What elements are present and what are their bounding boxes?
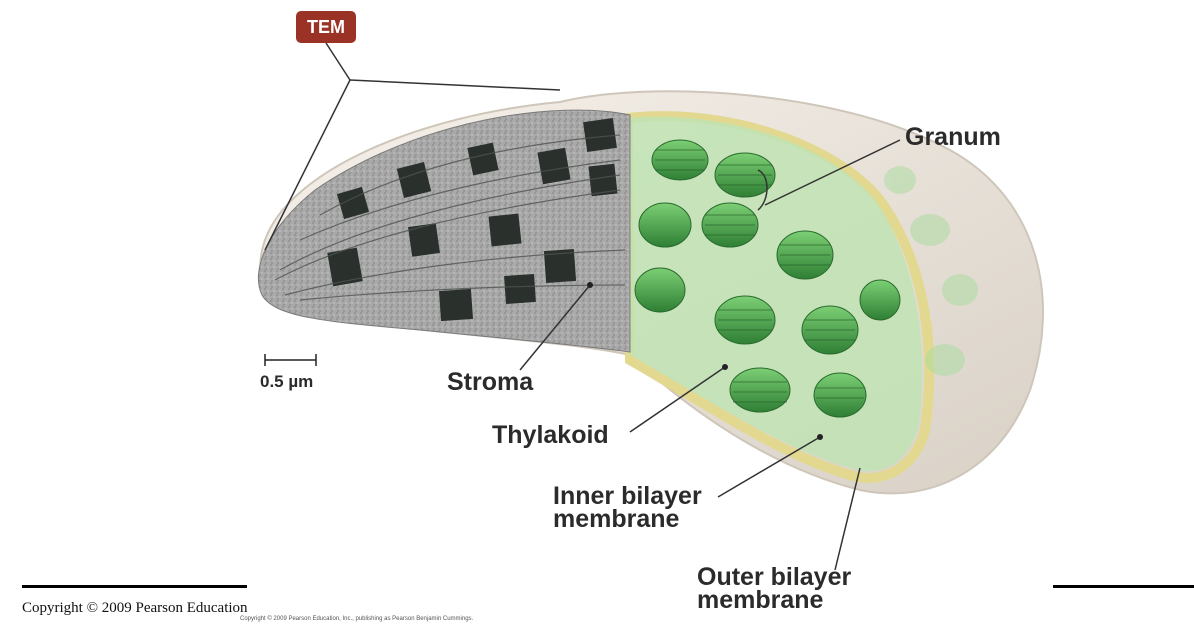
- thylakoid-label: Thylakoid: [492, 421, 609, 449]
- footer-rule-left: [22, 585, 247, 588]
- scale-bar: [264, 354, 317, 366]
- inner-membrane-leader: [717, 436, 821, 498]
- inner-membrane-band: [622, 111, 935, 483]
- scale-bar-label: 0.5 µm: [260, 372, 314, 391]
- leader-dots: [587, 282, 823, 440]
- copyright-text: Copyright © 2009 Pearson Education, Inc.: [22, 600, 247, 616]
- granum-stack: [638, 202, 692, 248]
- faint-grana: [884, 166, 978, 376]
- granum-stack: [859, 279, 901, 321]
- tem-badge: TEM: [296, 11, 356, 43]
- inner-membrane-label: Inner bilayer membrane: [553, 482, 702, 533]
- granum-stack: [634, 267, 686, 313]
- stroma-label: Stroma: [447, 368, 534, 396]
- thylakoid-leader: [629, 366, 726, 433]
- outer-membrane-label-line2: membrane: [697, 586, 824, 614]
- label-leader-lines: [519, 139, 901, 571]
- inner-membrane-label-line2: membrane: [553, 505, 680, 533]
- grana-stripes: [655, 149, 864, 403]
- granum-stack: [729, 367, 791, 413]
- granum-stack: [813, 372, 867, 418]
- granum-leader: [764, 139, 901, 206]
- inner-membrane-label-line1: Inner bilayer: [553, 482, 702, 510]
- granum-label: Granum: [905, 123, 1001, 151]
- tem-dark-grana: [327, 118, 618, 322]
- granum-bracket: [757, 169, 768, 211]
- copyright-small-text: Copyright © 2009 Pearson Education, Inc.…: [240, 616, 474, 622]
- tem-leader-line: [349, 79, 561, 91]
- tem-micrograph: [257, 109, 631, 353]
- outer-membrane-label: Outer bilayer membrane: [697, 563, 852, 614]
- stroma-leader: [519, 284, 591, 371]
- outer-membrane-leader: [834, 467, 861, 571]
- tem-lamellae: [274, 134, 626, 301]
- footer-rule-right: [1053, 585, 1194, 588]
- outer-membrane-label-line1: Outer bilayer: [697, 563, 852, 591]
